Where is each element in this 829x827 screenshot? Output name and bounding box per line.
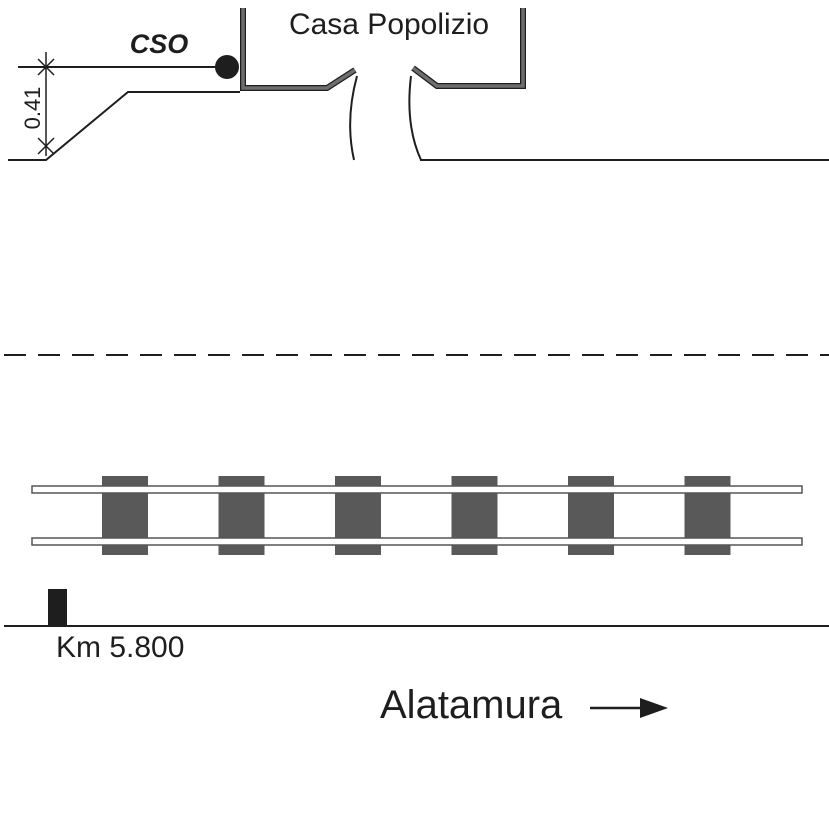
dimension-marker: 0.41	[20, 52, 55, 156]
cso-label: CSO	[130, 29, 189, 59]
house-building	[240, 8, 526, 91]
upper-ground	[8, 75, 829, 161]
dimension-label: 0.41	[20, 87, 45, 130]
house-wall-right-fill	[411, 8, 525, 88]
dimension-tick-top-b	[37, 58, 55, 76]
gap-curve-left	[349, 75, 358, 161]
cso-signal-dot	[215, 55, 239, 79]
gap-curve-right	[408, 75, 422, 161]
direction-arrow-icon	[590, 698, 668, 718]
rail-top	[31, 485, 803, 494]
rail-bottom	[31, 537, 803, 546]
house-label: Casa Popolizio	[289, 8, 489, 41]
direction-label: Alatamura	[380, 683, 563, 727]
dimension-tick-bottom-b	[37, 137, 55, 155]
km-marker-label: Km 5.800	[56, 631, 184, 664]
house-wall-left-fill	[241, 8, 356, 90]
km-marker-post	[48, 589, 67, 627]
railway-track	[31, 476, 803, 555]
embankment-line	[8, 91, 240, 161]
